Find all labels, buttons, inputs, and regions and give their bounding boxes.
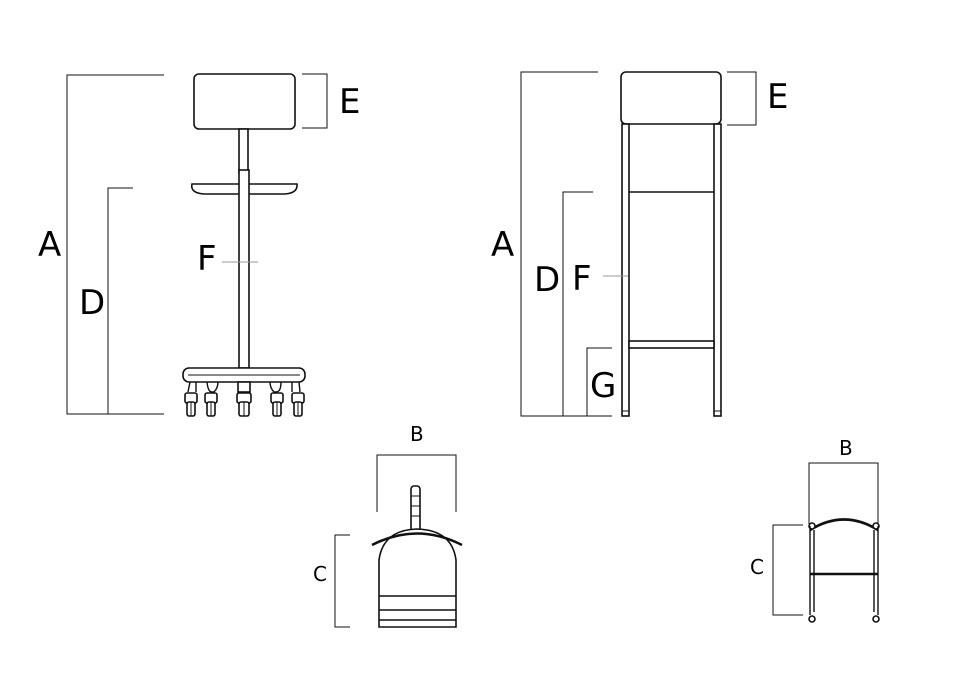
label-a-side: A (491, 225, 514, 265)
caster-2 (204, 392, 218, 417)
dim-c-bracket-right (772, 524, 803, 616)
leg-left (621, 123, 630, 417)
label-b: B (410, 422, 424, 446)
dim-e-bracket (302, 73, 328, 129)
base-arm-5 (291, 381, 301, 393)
label-g: G (590, 366, 616, 406)
label-e: E (339, 82, 360, 122)
stool-small-view-left: B C (313, 422, 463, 628)
caster-3 (236, 392, 252, 417)
stool-front-view: A D E F (38, 73, 360, 417)
dim-a-bracket-side (520, 71, 612, 417)
seat-arc-right (809, 518, 879, 532)
label-c: C (313, 562, 327, 586)
dim-b-bracket-right (808, 462, 879, 524)
label-d: D (79, 283, 105, 323)
seat-cushion (193, 73, 296, 130)
glide-right-right-view (872, 615, 880, 623)
label-b-right: B (839, 436, 853, 460)
label-e-side: E (767, 77, 788, 117)
label-f-side: F (572, 259, 592, 299)
footrest-bar (628, 340, 715, 349)
stool-side-view: A D G E F (491, 71, 788, 417)
backrest-body (378, 528, 457, 628)
dim-b-bracket (376, 454, 457, 512)
seat-arc (371, 532, 463, 547)
label-f: F (197, 239, 217, 279)
base-arm-center (237, 381, 251, 393)
caster-4 (270, 392, 284, 417)
dim-e-bracket-side (727, 71, 757, 126)
dim-a-bracket (66, 74, 164, 415)
label-c-right: C (750, 555, 764, 579)
dim-g-bracket (586, 347, 612, 417)
column-lower (238, 169, 250, 369)
base-arm-2 (206, 381, 219, 393)
post (410, 485, 421, 532)
glide-left-right-view (808, 615, 816, 623)
dim-d-bracket (107, 187, 133, 415)
leg-right (713, 123, 722, 417)
seat-cushion-side (620, 71, 722, 125)
dim-c-bracket (334, 534, 350, 628)
stool-small-view-right: B C (750, 436, 880, 623)
label-d-side: D (534, 260, 560, 300)
base-arm-4 (269, 381, 282, 393)
caster-1 (184, 392, 198, 417)
label-a: A (38, 225, 61, 265)
caster-5 (291, 392, 305, 417)
column-upper (238, 128, 249, 174)
base-arm-1 (187, 381, 197, 393)
